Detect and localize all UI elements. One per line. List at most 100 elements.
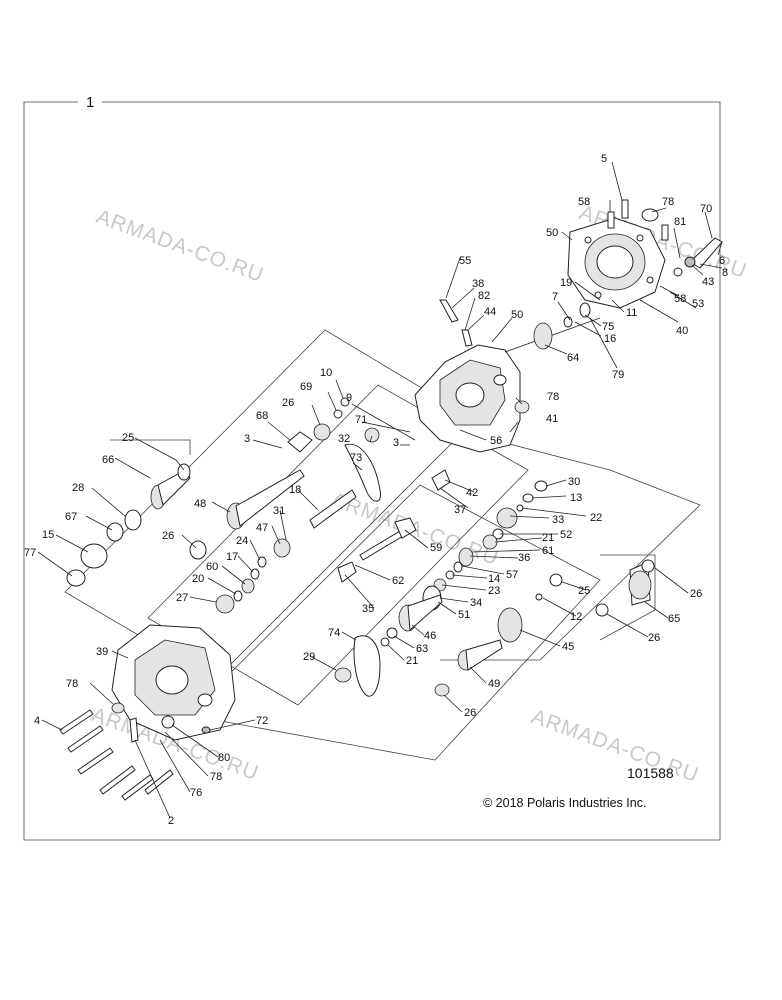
callout-label: 70 bbox=[700, 203, 712, 215]
seal-part bbox=[111, 702, 125, 714]
callout-label: 62 bbox=[392, 575, 404, 587]
callout-label: 27 bbox=[176, 592, 188, 604]
callout-label: 56 bbox=[490, 435, 502, 447]
callout-label: 78 bbox=[662, 196, 674, 208]
seal-part bbox=[641, 208, 659, 222]
countershaft-part bbox=[380, 594, 443, 647]
callout-label: 2 bbox=[168, 815, 174, 827]
callout-label: 23 bbox=[488, 585, 500, 597]
callout-label: 52 bbox=[560, 529, 572, 541]
copyright-text: © 2018 Polaris Industries Inc. bbox=[483, 796, 646, 810]
callout-label: 38 bbox=[472, 278, 484, 290]
callout-label: 47 bbox=[256, 522, 268, 534]
callout-label: 82 bbox=[478, 290, 490, 302]
callout-label: 71 bbox=[355, 414, 367, 426]
callout-label: 58 bbox=[578, 196, 590, 208]
callout-label: 48 bbox=[194, 498, 206, 510]
callout-label: 40 bbox=[676, 325, 688, 337]
callout-label: 78 bbox=[66, 678, 78, 690]
callout-label: 21 bbox=[406, 655, 418, 667]
callout-label: 37 bbox=[454, 504, 466, 516]
callout-label: 39 bbox=[96, 646, 108, 658]
parts bbox=[59, 199, 723, 801]
callout-label: 21 bbox=[542, 532, 554, 544]
callout-label: 68 bbox=[256, 410, 268, 422]
callout-label: 61 bbox=[542, 545, 554, 557]
callout-label: 12 bbox=[570, 611, 582, 623]
callout-label: 73 bbox=[350, 452, 362, 464]
callout-label: 50 bbox=[511, 309, 523, 321]
callout-label: 51 bbox=[458, 609, 470, 621]
belt-part bbox=[353, 635, 381, 697]
callout-label: 33 bbox=[552, 514, 564, 526]
figure-number: 101588 bbox=[627, 765, 674, 781]
callout-label: 18 bbox=[289, 484, 301, 496]
callout-label: 34 bbox=[470, 597, 482, 609]
pin-part bbox=[461, 329, 473, 347]
callout-label: 17 bbox=[226, 551, 238, 563]
drive-shaft-part bbox=[434, 639, 503, 697]
callout-label: 35 bbox=[362, 603, 374, 615]
detent-part bbox=[431, 469, 451, 491]
callout-label: 42 bbox=[466, 487, 478, 499]
callout-label: 7 bbox=[552, 291, 558, 303]
callout-label: 55 bbox=[459, 255, 471, 267]
washer-part bbox=[340, 397, 350, 407]
callout-label: 45 bbox=[562, 641, 574, 653]
output-gear-part bbox=[504, 302, 601, 353]
callout-label: 20 bbox=[192, 573, 204, 585]
gear-stack-part bbox=[482, 480, 548, 550]
callout-label: 58 bbox=[674, 293, 686, 305]
shift-lever-part bbox=[337, 561, 357, 583]
callout-label: 75 bbox=[602, 321, 614, 333]
washer-part bbox=[333, 409, 343, 419]
leader-lines bbox=[37, 161, 723, 819]
secondary-shaft-part bbox=[273, 489, 357, 558]
callout-label: 26 bbox=[648, 632, 660, 644]
callout-label: 53 bbox=[692, 298, 704, 310]
callout-label: 65 bbox=[668, 613, 680, 625]
output-shaft-part bbox=[535, 559, 655, 617]
callout-label: 63 bbox=[416, 643, 428, 655]
callout-label: 81 bbox=[674, 216, 686, 228]
bolt-part bbox=[607, 199, 669, 241]
callout-label: 19 bbox=[560, 277, 572, 289]
callout-label: 8 bbox=[722, 267, 728, 279]
callout-label: 60 bbox=[206, 561, 218, 573]
callout-label: 67 bbox=[65, 511, 77, 523]
callout-label: 14 bbox=[488, 573, 500, 585]
callout-label: 79 bbox=[612, 369, 624, 381]
callout-label: 30 bbox=[568, 476, 580, 488]
callout-label: 64 bbox=[567, 352, 579, 364]
bearing-part bbox=[313, 423, 331, 441]
callout-label: 69 bbox=[300, 381, 312, 393]
callout-label: 24 bbox=[236, 535, 248, 547]
bearing-part bbox=[514, 400, 530, 414]
callout-label: 26 bbox=[282, 397, 294, 409]
main-housing-part bbox=[414, 344, 521, 453]
callout-label: 11 bbox=[626, 307, 637, 319]
callout-label: 4 bbox=[34, 715, 40, 727]
callout-label: 46 bbox=[424, 630, 436, 642]
assembly-frame: 1 bbox=[23, 94, 721, 841]
callout-label: 72 bbox=[256, 715, 268, 727]
primary-shaft-part bbox=[189, 469, 305, 560]
callout-label: 26 bbox=[690, 588, 702, 600]
watermark-text: ARMADA-CO.RU bbox=[93, 205, 267, 287]
callout-label: 3 bbox=[393, 437, 399, 449]
callout-label: 25 bbox=[122, 432, 134, 444]
callout-label: 41 bbox=[546, 413, 558, 425]
callout-label: 31 bbox=[273, 505, 285, 517]
callout-label: 22 bbox=[590, 512, 602, 524]
bracket-part bbox=[287, 431, 313, 453]
callout-labels: 5 58 78 70 50 81 6 43 8 55 19 58 53 38 8… bbox=[24, 153, 728, 827]
callout-label: 57 bbox=[506, 569, 518, 581]
left-cover-part bbox=[111, 624, 236, 741]
callout-label: 36 bbox=[518, 552, 530, 564]
callout-label: 77 bbox=[24, 547, 36, 559]
large-gear-part bbox=[497, 607, 523, 643]
watermark-text: ARMADA-CO.RU bbox=[528, 705, 702, 787]
callout-label: 28 bbox=[72, 482, 84, 494]
callout-label: 26 bbox=[162, 530, 174, 542]
callout-label: 49 bbox=[488, 678, 500, 690]
